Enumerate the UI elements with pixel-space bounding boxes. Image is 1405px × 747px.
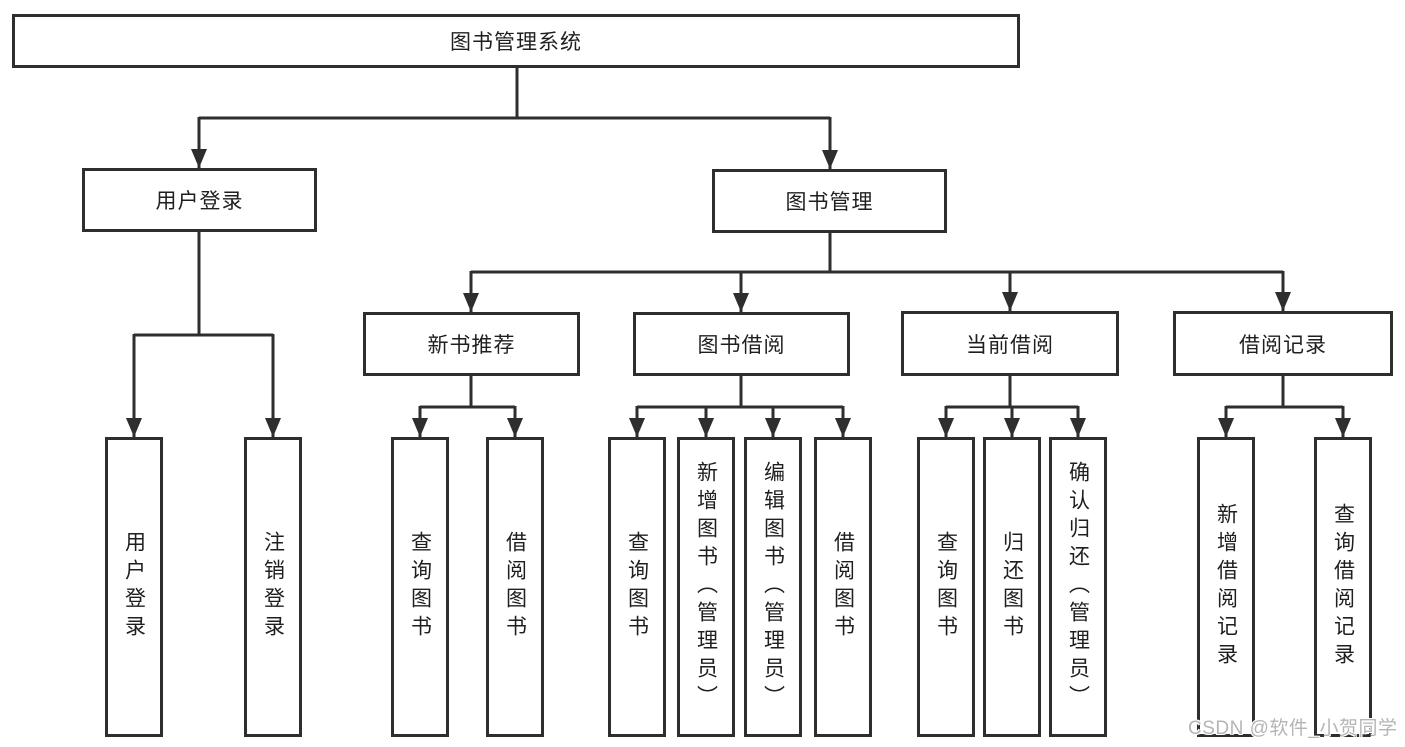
node-label: 图书借阅 <box>697 334 786 357</box>
leaf-query-books: 查询图书 <box>391 437 449 737</box>
leaf-label: 查询借阅记录 <box>1331 503 1355 671</box>
leaf-label: 查询图书 <box>934 531 958 643</box>
leaf-label: 借阅图书 <box>831 531 855 643</box>
leaf-label: 归还图书 <box>1000 531 1024 643</box>
leaf-label: 查询图书 <box>625 531 649 643</box>
node-label: 新书推荐 <box>427 334 516 357</box>
leaf-borrow-books: 借阅图书 <box>486 437 544 737</box>
node-label: 借阅记录 <box>1239 333 1327 357</box>
node-label: 用户登录 <box>155 190 244 213</box>
csdn-watermark: CSDN @软件_小贺同学 <box>1188 718 1398 739</box>
node-book-management: 图书管理 <box>712 169 947 233</box>
node-user-login: 用户登录 <box>82 168 317 232</box>
leaf-label: 新增借阅记录 <box>1214 503 1238 671</box>
leaf-label: 用户登录 <box>122 531 146 643</box>
leaf-user-login: 用户登录 <box>105 437 163 737</box>
leaf-label: 新增图书（管理员） <box>694 461 718 713</box>
leaf-add-borrow-record: 新增借阅记录 <box>1197 437 1255 737</box>
node-new-book-recommend: 新书推荐 <box>363 312 580 376</box>
leaf-add-books-admin: 新增图书（管理员） <box>677 437 735 737</box>
leaf-query-books: 查询图书 <box>917 437 975 737</box>
node-borrow-records: 借阅记录 <box>1173 311 1393 376</box>
node-book-borrow: 图书借阅 <box>633 312 850 376</box>
leaf-edit-books-admin: 编辑图书（管理员） <box>744 437 802 737</box>
leaf-label: 查询图书 <box>408 531 432 643</box>
leaf-query-books: 查询图书 <box>608 437 666 737</box>
leaf-logout: 注销登录 <box>244 437 302 737</box>
leaf-label: 借阅图书 <box>503 531 527 643</box>
leaf-borrow-books: 借阅图书 <box>814 437 872 737</box>
leaf-return-books: 归还图书 <box>983 437 1041 737</box>
leaf-query-borrow-record: 查询借阅记录 <box>1314 437 1372 737</box>
node-label: 图书管理系统 <box>450 31 582 54</box>
leaf-label: 编辑图书（管理员） <box>761 461 785 713</box>
leaf-confirm-return-admin: 确认归还（管理员） <box>1049 437 1107 737</box>
node-library-management-system: 图书管理系统 <box>12 14 1020 68</box>
node-current-borrow: 当前借阅 <box>901 311 1119 376</box>
node-label: 图书管理 <box>785 191 874 214</box>
leaf-label: 确认归还（管理员） <box>1066 461 1090 713</box>
node-label: 当前借阅 <box>966 333 1054 357</box>
leaf-label: 注销登录 <box>261 531 285 643</box>
